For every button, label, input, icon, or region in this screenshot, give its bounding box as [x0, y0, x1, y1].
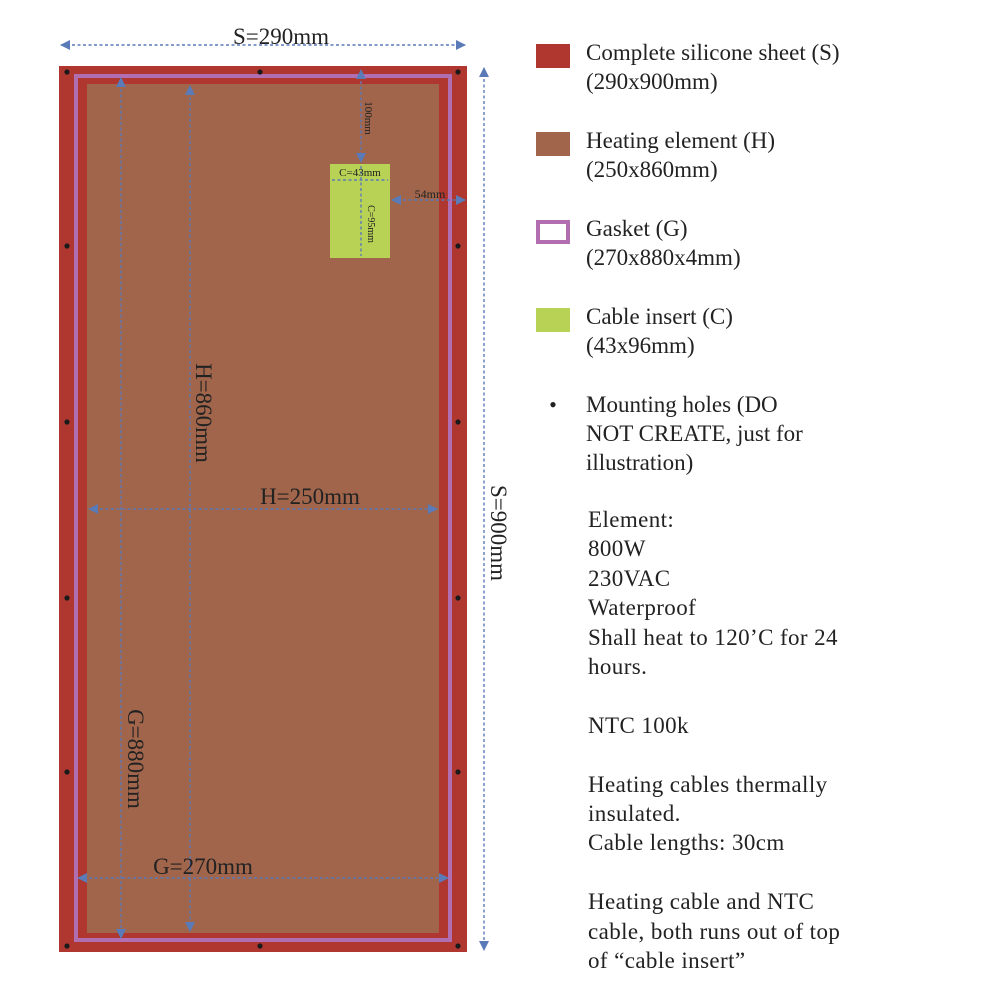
mounting-hole: [64, 69, 70, 75]
note-line: hours.: [588, 654, 648, 680]
legend-item-cable-insert: Cable insert (C) (43x96mm): [536, 302, 733, 360]
legend-label-line: (270x880x4mm): [586, 245, 741, 270]
legend-label: Gasket (G) (270x880x4mm): [586, 214, 741, 272]
gasket-height-label: G=880mm: [123, 709, 148, 809]
mounting-hole: [455, 595, 461, 601]
legend-label-line: Cable insert (C): [586, 304, 733, 329]
legend-label: Complete silicone sheet (S) (290x900mm): [586, 38, 840, 96]
legend-label: Cable insert (C) (43x96mm): [586, 302, 733, 360]
legend-label-line: NOT CREATE, just for: [586, 421, 803, 446]
legend-label-line: (250x860mm): [586, 157, 718, 182]
insert-height-label: C=95mm: [365, 205, 376, 243]
mounting-hole: [455, 419, 461, 425]
legend-swatch-cable-insert: [536, 308, 570, 332]
note-line: 230VAC: [588, 565, 671, 591]
note-spacer: [588, 681, 993, 710]
dimension-lines: [60, 40, 489, 951]
legend-swatch-gasket: [536, 220, 570, 244]
legend-label-line: (290x900mm): [586, 69, 718, 94]
insert-width-label: C=43mm: [339, 167, 381, 179]
mounting-hole: [455, 769, 461, 775]
mounting-hole: [64, 419, 70, 425]
legend-label-line: Gasket (G): [586, 216, 688, 241]
legend-label-line: illustration): [586, 450, 694, 475]
note-line: Heating cable and NTC: [588, 889, 815, 915]
sheet-height-label: S=900mm: [486, 485, 511, 581]
top-offset-label: 100mm: [362, 101, 374, 135]
gasket-width-label: G=270mm: [153, 854, 253, 879]
legend-label-line: Mounting holes (DO: [586, 392, 778, 417]
legend-label-line: (43x96mm): [586, 333, 695, 358]
legend-item-mounting-holes: • Mounting holes (DO NOT CREATE, just for i…: [536, 390, 803, 477]
legend-item-sheet: Complete silicone sheet (S) (290x900mm): [536, 38, 840, 96]
legend-label-line: Heating element (H): [586, 128, 776, 153]
mounting-hole: [257, 69, 263, 75]
note-line: 800W: [588, 536, 646, 562]
note-spacer: [588, 858, 993, 887]
legend-swatch-sheet: [536, 44, 570, 68]
mounting-hole: [455, 243, 461, 249]
legend-swatch-dot: •: [549, 392, 557, 417]
mounting-hole: [64, 243, 70, 249]
legend-swatch-heating: [536, 132, 570, 156]
note-line: Waterproof: [588, 595, 697, 621]
legend-item-gasket: Gasket (G) (270x880x4mm): [536, 214, 741, 272]
legend-item-heating: Heating element (H) (250x860mm): [536, 126, 775, 184]
heating-height-label: H=860mm: [191, 363, 216, 463]
mounting-holes: [64, 69, 461, 949]
heating-width-label: H=250mm: [260, 484, 360, 509]
side-offset-label: 54mm: [415, 187, 446, 201]
legend-label: Heating element (H) (250x860mm): [586, 126, 775, 184]
gasket-outline: [74, 74, 452, 942]
note-line: of “cable insert”: [588, 948, 746, 974]
note-line: Element:: [588, 507, 675, 532]
legend-label: Mounting holes (DO NOT CREATE, just for il…: [586, 390, 803, 477]
note-spacer: [588, 740, 993, 769]
note-line: Heating cables thermally: [588, 771, 828, 797]
note-line: Shall heat to 120’C for 24: [588, 624, 838, 650]
mounting-hole: [64, 595, 70, 601]
mounting-hole: [455, 943, 461, 949]
note-line: insulated.: [588, 801, 681, 827]
mounting-hole: [64, 943, 70, 949]
legend-label-line: Complete silicone sheet (S): [586, 40, 840, 65]
note-line: cable, both runs out of top: [588, 918, 841, 944]
note-line: Cable lengths: 30cm: [588, 830, 785, 856]
mounting-hole: [455, 69, 461, 75]
note-line: NTC 100k: [588, 712, 689, 738]
mounting-hole: [64, 769, 70, 775]
mounting-hole: [257, 943, 263, 949]
sheet-width-label: S=290mm: [233, 24, 329, 49]
